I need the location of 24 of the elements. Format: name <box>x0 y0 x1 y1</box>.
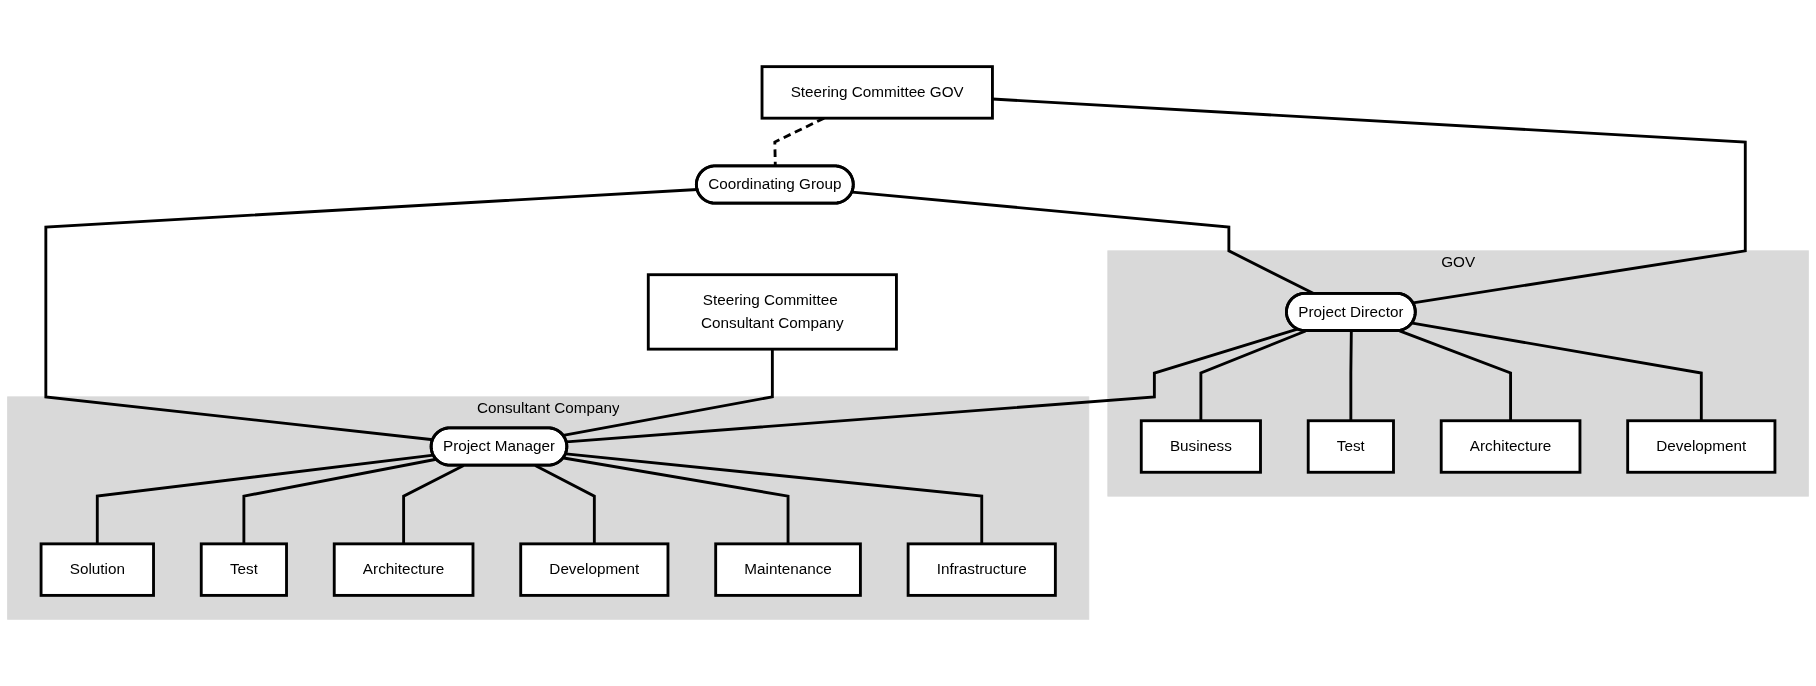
node-box: Steering Committee GOV <box>760 65 994 120</box>
connector <box>992 97 1747 305</box>
connector <box>242 457 437 544</box>
connector <box>1199 329 1307 421</box>
node-box: Development <box>519 542 670 597</box>
node-box: Steering Committee Consultant Company <box>646 273 898 351</box>
node-box: Test <box>199 542 288 597</box>
node-box: Test <box>1306 419 1395 474</box>
connector <box>563 456 790 544</box>
node-box: Development <box>1626 419 1777 474</box>
node-box: Business <box>1139 419 1262 474</box>
connector <box>1412 321 1703 421</box>
node-box: Architecture <box>332 542 475 597</box>
connector <box>565 452 984 544</box>
connector <box>1399 329 1512 421</box>
node-box: Architecture <box>1439 419 1582 474</box>
node-box: Solution <box>39 542 155 597</box>
node-box: Infrastructure <box>906 542 1057 597</box>
node-box: Maintenance <box>714 542 862 597</box>
connector <box>563 349 774 437</box>
connector <box>95 453 434 544</box>
connector <box>1349 331 1353 421</box>
connector <box>44 188 698 442</box>
connector <box>566 327 1298 444</box>
